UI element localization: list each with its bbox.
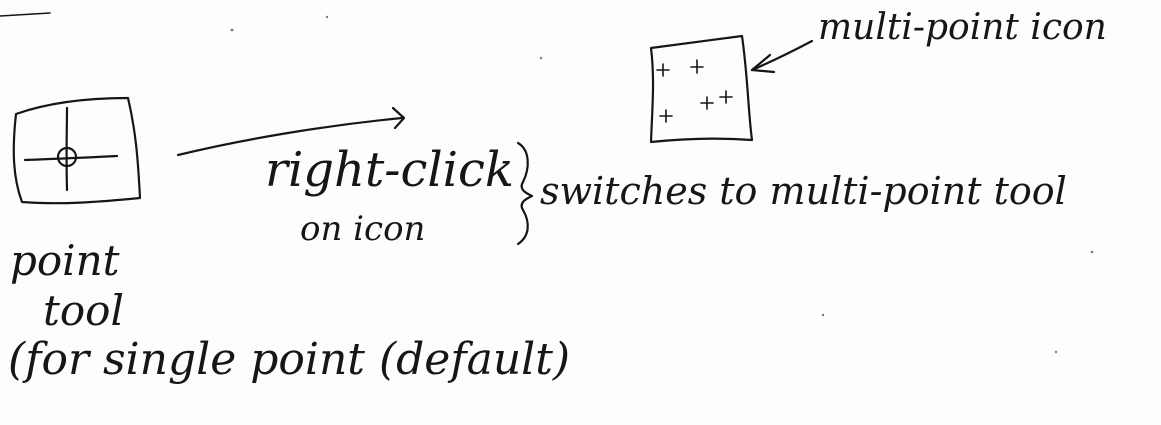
right-brace	[516, 141, 534, 246]
point-tool-frame	[12, 96, 142, 205]
on-icon-label: on icon	[300, 209, 426, 249]
crosshair-circle	[56, 146, 78, 168]
multi-point-crosses	[656, 59, 733, 123]
switch-arrow-shaft	[176, 116, 404, 157]
point-label: point	[10, 236, 120, 285]
right-click-label: right-click	[265, 142, 514, 198]
multi-point-icon-label: multi-point icon	[818, 7, 1107, 48]
scan-specks	[0, 12, 1094, 354]
switch-arrow-head	[391, 106, 406, 130]
multi-point-tool-icon	[649, 34, 754, 144]
multi-point-frame	[649, 34, 754, 144]
callout-arrow	[750, 39, 814, 74]
switches-label: switches to multi-point tool	[540, 169, 1067, 213]
crosshair-horizontal	[23, 154, 119, 162]
single-point-label: (for single point (default)	[8, 334, 571, 385]
callout-arrow-head	[750, 53, 776, 74]
callout-arrow-shaft	[750, 39, 814, 72]
tool-label: tool	[43, 286, 124, 335]
page-edge-mark	[0, 12, 51, 17]
switch-arrow	[176, 106, 406, 157]
point-tool-icon	[12, 96, 142, 205]
